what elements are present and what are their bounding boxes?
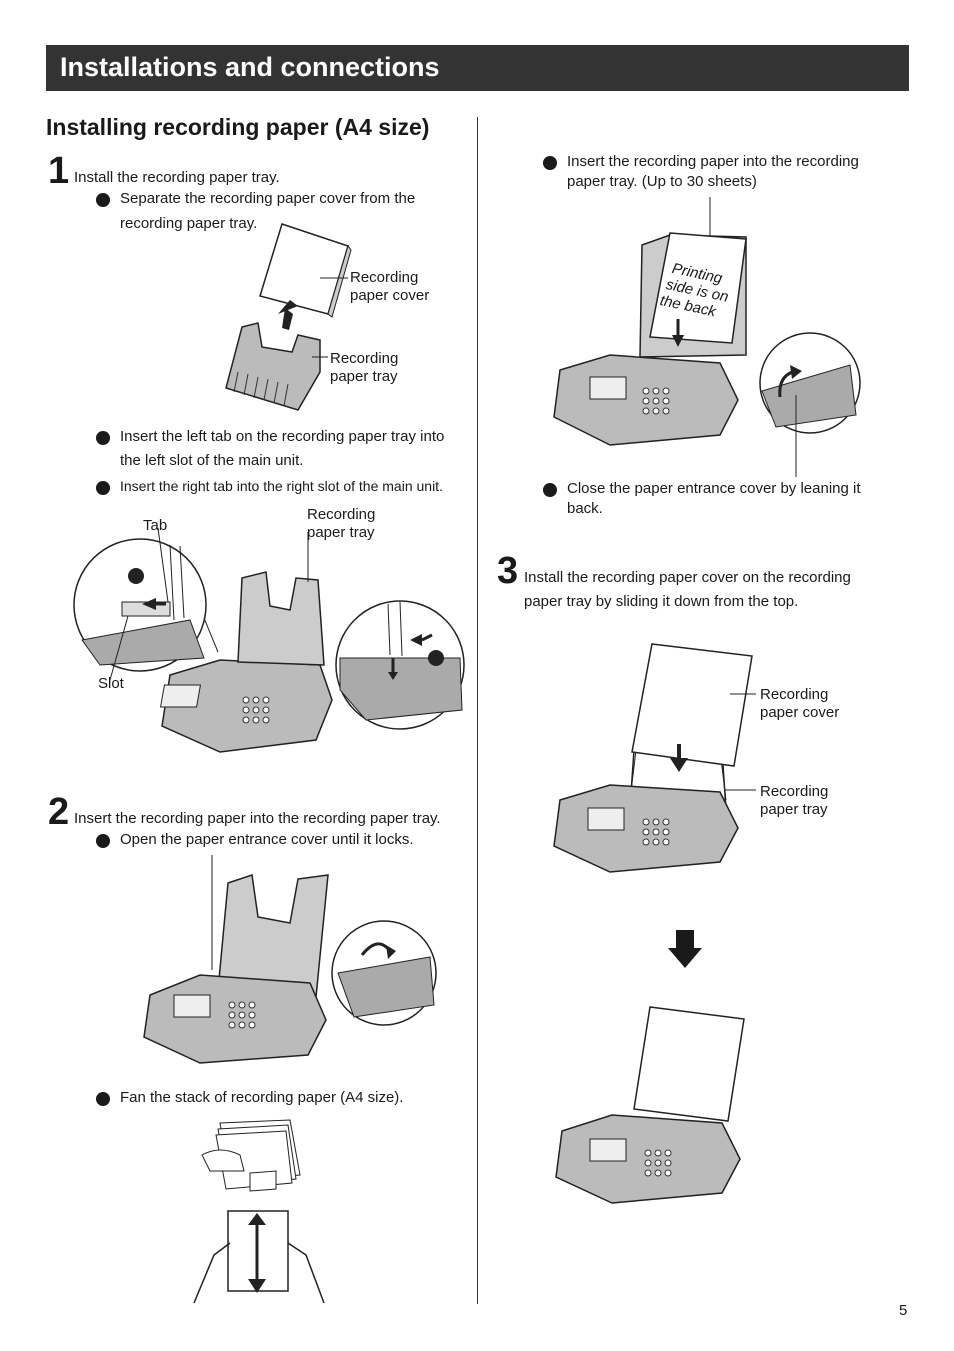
label-recording: Recording (760, 783, 829, 800)
step-2-number: 2 (48, 791, 70, 833)
bullet-icon (96, 481, 110, 495)
step-3-number: 3 (497, 550, 519, 592)
step-2-bullet-4-line-2: back. (567, 500, 603, 517)
step-1-bullet-2-line-2: the left slot of the main unit. (120, 452, 304, 469)
page-title: Installations and connections (60, 52, 440, 82)
step-2-bullet-1: Open the paper entrance cover until it l… (120, 831, 414, 848)
step-1-bullet-1-line-1: Separate the recording paper cover from … (120, 190, 416, 207)
step-3-text-line-1: Install the recording paper cover on the… (524, 569, 851, 586)
label-paper-tray: paper tray (760, 801, 828, 818)
header-banner: Installations and connections (46, 45, 909, 91)
bullet-icon (96, 193, 110, 207)
insert-paper-illustration (553, 197, 861, 477)
step-2-bullet-3-line-2: paper tray. (Up to 30 sheets) (567, 173, 757, 190)
step-1-bullet-3: Insert the right tab into the right slot… (120, 478, 443, 494)
slide-cover-illustration (553, 643, 756, 873)
page-number: 5 (899, 1302, 908, 1319)
step-1-bullet-2-line-1: Insert the left tab on the recording pap… (120, 428, 445, 445)
label-slot: Slot (98, 675, 124, 692)
bullet-icon (96, 834, 110, 848)
tray-insertion-illustration (73, 527, 465, 753)
step-3-text-line-2: paper tray by sliding it down from the t… (524, 593, 799, 610)
down-arrow-icon (668, 930, 702, 968)
bullet-icon (96, 1092, 110, 1106)
step-2-bullet-3-line-1: Insert the recording paper into the reco… (567, 153, 859, 170)
step-2-bullet-2: Fan the stack of recording paper (A4 siz… (120, 1089, 404, 1106)
label-recording: Recording (307, 506, 376, 523)
step-1-bullet-1-line-2: recording paper tray. (120, 215, 258, 232)
fan-paper-illustration (193, 1119, 325, 1304)
open-entrance-cover-illustration (143, 855, 437, 1064)
label-tab: Tab (143, 517, 168, 534)
label-recording: Recording (350, 269, 419, 286)
label-paper-tray: paper tray (307, 524, 375, 541)
completed-installation-illustration (555, 1006, 745, 1204)
step-1-text: Install the recording paper tray. (74, 169, 280, 186)
section-title: Installing recording paper (A4 size) (46, 114, 430, 140)
bullet-icon (543, 156, 557, 170)
label-paper-cover: paper cover (760, 704, 840, 721)
label-paper-tray: paper tray (330, 368, 398, 385)
step-1-number: 1 (48, 150, 70, 192)
step-2-bullet-4-line-1: Close the paper entrance cover by leanin… (567, 480, 861, 497)
step-2-text: Insert the recording paper into the reco… (74, 810, 441, 827)
label-recording: Recording (760, 686, 829, 703)
label-recording: Recording (330, 350, 399, 367)
cover-tray-illustration (225, 223, 352, 411)
bullet-icon (96, 431, 110, 445)
label-paper-cover: paper cover (350, 287, 430, 304)
bullet-icon (543, 483, 557, 497)
column-divider (477, 117, 478, 1304)
